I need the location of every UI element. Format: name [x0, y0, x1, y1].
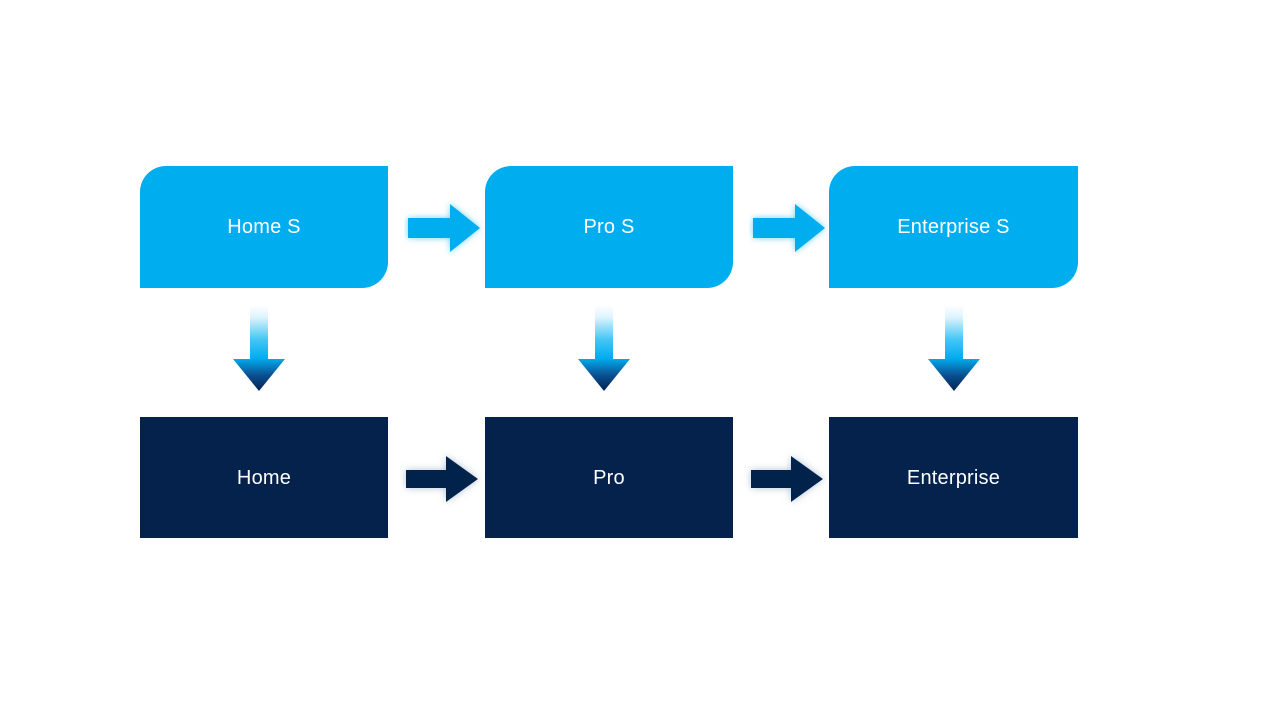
node-label: Enterprise S — [897, 216, 1010, 238]
node-label: Home S — [227, 216, 301, 238]
node-label: Pro S — [583, 216, 635, 238]
arrow-down-icon — [924, 303, 984, 395]
arrow-down-icon — [574, 303, 634, 395]
node-pro-s[interactable]: Pro S — [485, 166, 733, 288]
node-enterprise-s[interactable]: Enterprise S — [829, 166, 1078, 288]
arrow-down-icon — [229, 303, 289, 395]
node-label: Pro — [593, 466, 625, 489]
node-home[interactable]: Home — [140, 417, 388, 538]
arrow-right-icon — [400, 451, 486, 507]
node-label: Enterprise — [906, 466, 1001, 489]
node-home-s[interactable]: Home S — [140, 166, 388, 288]
arrow-right-icon — [745, 451, 831, 507]
node-pro[interactable]: Pro — [485, 417, 733, 538]
arrow-right-icon — [749, 200, 831, 256]
arrow-right-icon — [404, 200, 486, 256]
node-label: Home — [236, 466, 292, 489]
node-enterprise[interactable]: Enterprise — [829, 417, 1078, 538]
